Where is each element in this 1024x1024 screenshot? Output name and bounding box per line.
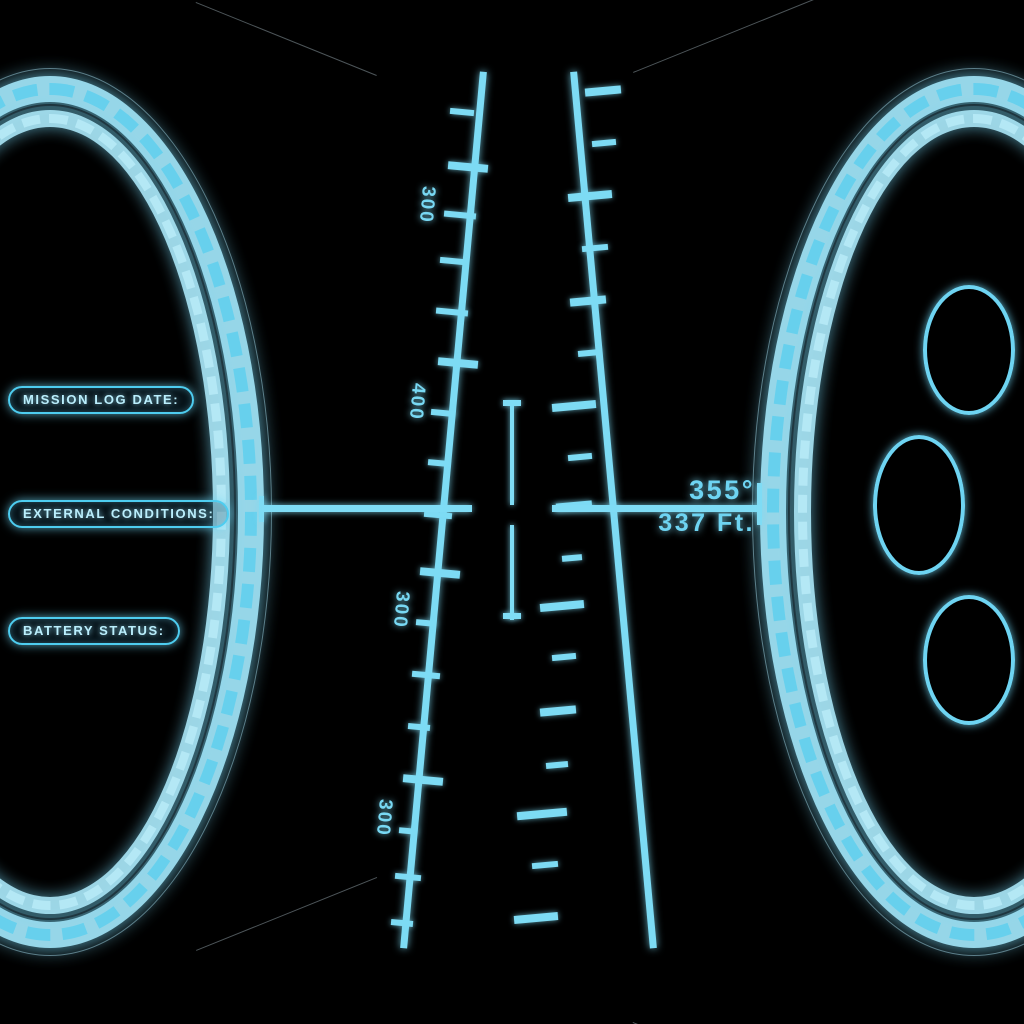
left-ruler-tick-minor <box>439 256 465 266</box>
right-ruler-tick-minor <box>591 138 617 148</box>
left-ruler-label-0: 300 <box>414 185 439 225</box>
right-ruler-tick-minor <box>567 452 593 462</box>
status-pill-label: Mission Log Date: <box>23 392 180 407</box>
right-ruler-tick-major <box>516 807 568 821</box>
indicator-ring-1[interactable] <box>923 285 1015 415</box>
left-ruler-tick-major <box>402 774 444 786</box>
left-ruler-label-2: 300 <box>388 590 413 630</box>
left-ruler-tick-minor <box>423 510 453 520</box>
bearing-bar-right-cap <box>757 483 762 525</box>
reticle-cap-bottom <box>503 613 521 619</box>
bearing-bar-left <box>262 505 472 512</box>
reticle-vertical-lower <box>510 525 514 620</box>
status-pill-battery-status[interactable]: Battery Status: <box>8 617 180 645</box>
right-ruler-tick-major <box>513 912 559 924</box>
left-ruler-tick-minor <box>394 872 422 882</box>
right-ruler-tick-minor <box>545 761 569 769</box>
left-ruler-label-3: 300 <box>371 798 396 838</box>
left-ruler-tick-minor <box>398 827 418 835</box>
bearing-bar-right <box>552 505 760 512</box>
left-ruler-tick-minor <box>407 723 431 731</box>
status-pill-external-conditions[interactable]: External Conditions: <box>8 500 230 528</box>
bearing-bar-left-cap <box>259 496 264 522</box>
status-pill-mission-log-date[interactable]: Mission Log Date: <box>8 386 195 414</box>
right-ruler-tick-minor <box>561 554 583 562</box>
right-ruler-tick-minor <box>531 860 559 870</box>
status-pill-label: Battery Status: <box>23 623 165 638</box>
right-ruler-tick-major <box>569 295 607 307</box>
reticle-cap-top <box>503 400 521 406</box>
left-ruler-tick-minor <box>449 107 475 117</box>
left-ruler-tick-minor <box>390 919 414 927</box>
left-ruler-tick-major <box>447 161 489 173</box>
indicator-ring-2[interactable] <box>873 435 965 575</box>
left-ruler-tick-minor <box>411 670 441 680</box>
left-ruler-tick-major <box>419 567 461 579</box>
left-ruler-tick-minor <box>427 459 449 467</box>
right-ruler-tick-minor <box>551 652 577 662</box>
indicator-ring-3[interactable] <box>923 595 1015 725</box>
right-ruler-tick-major <box>539 600 585 612</box>
reticle-vertical-upper <box>510 405 514 505</box>
right-ruler-tick-major <box>551 400 597 412</box>
altitude-readout: 337 Ft. <box>658 509 755 537</box>
right-ruler-tick-major <box>539 705 577 717</box>
left-ruler-label-1: 400 <box>404 382 429 422</box>
right-ruler-tick-major <box>567 190 613 202</box>
right-ruler-tick-minor <box>581 243 609 253</box>
left-ruler-tick-major <box>437 357 479 369</box>
left-ruler-tick-minor <box>415 619 437 627</box>
left-ruler-tick-minor <box>430 408 456 418</box>
status-pill-label: External Conditions: <box>23 506 215 521</box>
bearing-readout: 355° <box>689 475 755 505</box>
right-ruler-tick-major <box>584 85 622 97</box>
